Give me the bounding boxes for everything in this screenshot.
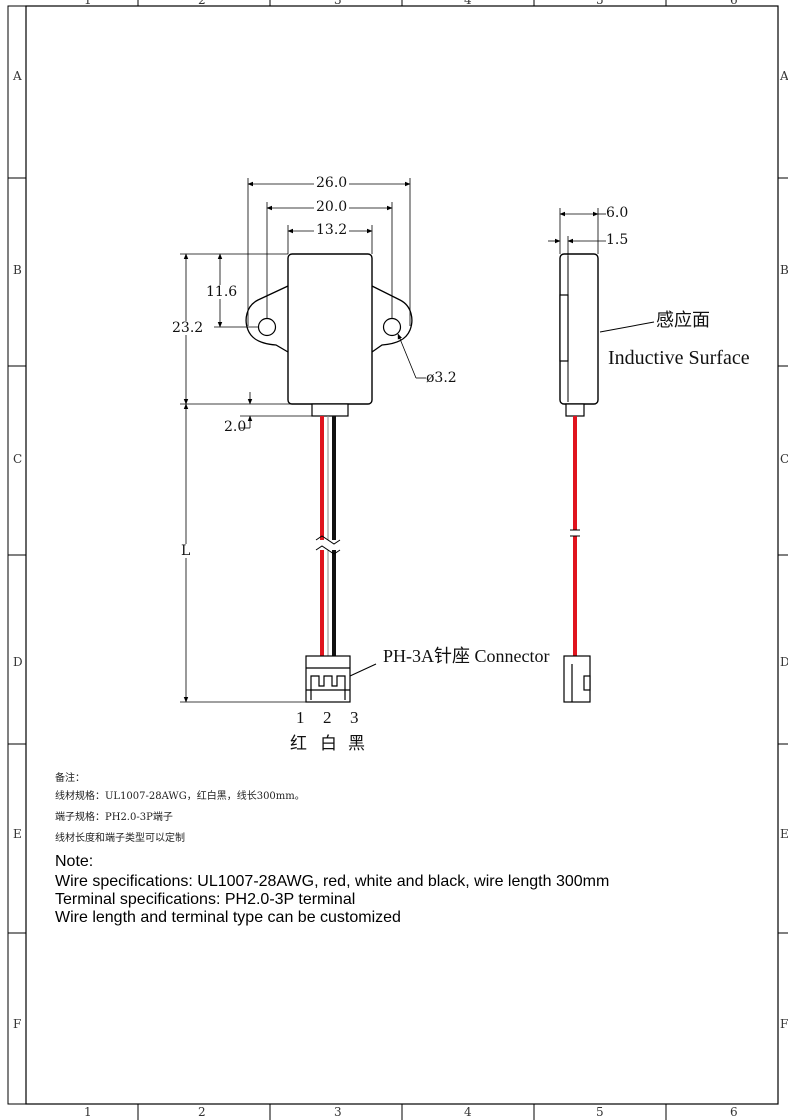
note-cn-terminal: 端子规格：PH2.0-3P端子 (55, 812, 173, 823)
row-label-left-f: F (13, 1017, 22, 1031)
col-label-top-5: 5 (596, 0, 604, 7)
note-cn-title: 备注： (55, 773, 85, 784)
note-en-title: Note: (55, 853, 94, 870)
row-label-left-d: D (13, 655, 23, 669)
row-label-right-e: E (780, 827, 788, 841)
side-view (559, 253, 655, 703)
connector-front (305, 655, 351, 703)
col-label-top-1: 1 (84, 0, 92, 7)
col-label-top-4: 4 (464, 0, 472, 7)
row-label-right-b: B (780, 263, 788, 277)
mounting-hole-left (257, 317, 277, 337)
col-label-bottom-5: 5 (596, 1105, 604, 1119)
dim-height-hole: 11.6 (206, 284, 238, 300)
row-label-left-a: A (13, 69, 22, 83)
pin-number-2: 2 (323, 708, 332, 727)
connector-label: PH-3A针座 Connector (383, 646, 550, 666)
sensor-body (287, 253, 373, 405)
cable-boot (311, 403, 349, 417)
row-label-right-a: A (780, 69, 788, 83)
col-label-bottom-3: 3 (334, 1105, 342, 1119)
dim-width-outer: 26.0 (314, 175, 350, 191)
pin-color-black: 黑 (348, 734, 365, 754)
surface-label-en: Inductive Surface (608, 347, 750, 369)
note-en-terminal: Terminal specifications: PH2.0-3P termin… (55, 891, 356, 908)
row-label-left-c: C (13, 452, 23, 466)
note-cn-wire: 线材规格：UL1007-28AWG，红白黑，线长300mm。 (55, 791, 305, 802)
col-label-bottom-1: 1 (84, 1105, 92, 1119)
side-dimensions (548, 208, 606, 256)
pin-color-red: 红 (290, 734, 307, 754)
dim-width-holes: 20.0 (314, 199, 350, 215)
row-label-right-c: C (780, 452, 788, 466)
dim-cable-offset: 2.0 (224, 419, 247, 435)
surface-label-cn: 感应面 (656, 310, 710, 331)
dim-hole-diameter: ø3.2 (426, 370, 457, 386)
col-label-top-6: 6 (730, 0, 738, 7)
connector-side (563, 655, 591, 703)
note-cn-custom: 线材长度和端子类型可以定制 (55, 833, 185, 844)
wire-bundle (315, 416, 341, 656)
dim-length: L (181, 543, 191, 559)
col-label-top-3: 3 (334, 0, 342, 7)
dim-height-total: 23.2 (172, 320, 204, 336)
pin-number-3: 3 (350, 708, 359, 727)
pin-number-1: 1 (296, 708, 305, 727)
mounting-hole-right (382, 317, 402, 337)
col-label-bottom-6: 6 (730, 1105, 738, 1119)
note-en-custom: Wire length and terminal type can be cus… (55, 909, 401, 926)
row-label-right-d: D (780, 655, 788, 669)
dim-width-body: 13.2 (314, 222, 350, 238)
front-view (245, 253, 413, 703)
row-label-left-b: B (13, 263, 22, 277)
dim-offset: 1.5 (606, 232, 629, 248)
drawing-frame (7, 0, 788, 1120)
row-label-right-f: F (780, 1017, 788, 1031)
col-label-bottom-2: 2 (198, 1105, 206, 1119)
col-label-bottom-4: 4 (464, 1105, 472, 1119)
row-label-left-e: E (13, 827, 22, 841)
pin-color-white: 白 (320, 734, 337, 754)
mounting-flange (245, 285, 413, 353)
surface-window (559, 294, 569, 362)
col-label-top-2: 2 (198, 0, 206, 7)
dim-thickness: 6.0 (606, 205, 629, 221)
note-en-wire: Wire specifications: UL1007-28AWG, red, … (55, 873, 610, 890)
